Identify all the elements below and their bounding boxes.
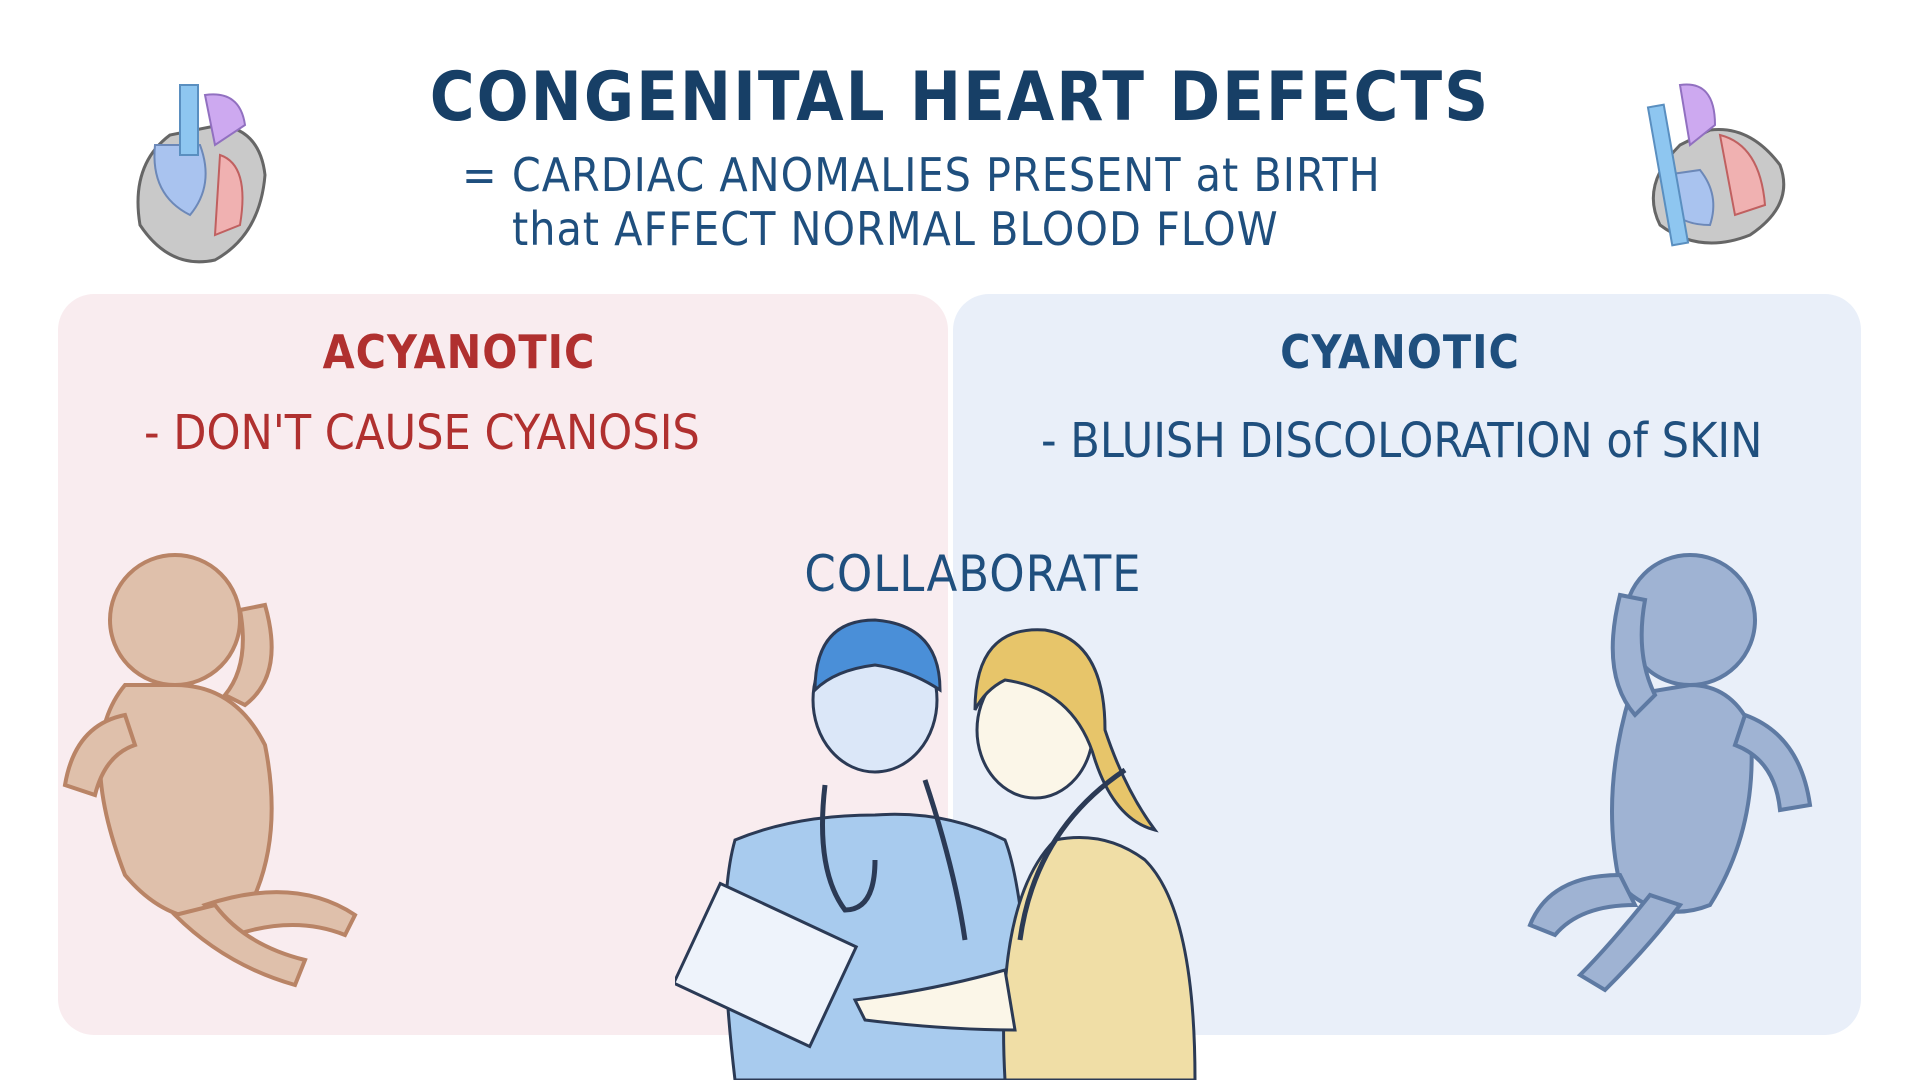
nurse (852, 628, 1197, 1080)
acyanotic-heading: ACYANOTIC (322, 325, 596, 379)
cyanotic-heading: CYANOTIC (1280, 325, 1520, 379)
doctor-and-nurse-illustration (675, 618, 1197, 1080)
blue-baby-illustration (1527, 553, 1813, 993)
heart-icon (1646, 83, 1786, 247)
subtitle-line-1: = CARDIAC ANOMALIES PRESENT at BIRTH (462, 148, 1381, 202)
pink-baby-illustration (62, 553, 358, 988)
subtitle-line-2: that AFFECT NORMAL BLOOD FLOW (512, 202, 1279, 256)
heart-icon (136, 84, 267, 264)
page-title: CONGENITAL HEART DEFECTS (429, 58, 1491, 137)
cyanotic-description: - BLUISH DISCOLORATION of SKIN (1041, 413, 1763, 469)
collaborate-label: COLLABORATE (804, 545, 1142, 603)
acyanotic-description: - DON'T CAUSE CYANOSIS (144, 405, 700, 461)
